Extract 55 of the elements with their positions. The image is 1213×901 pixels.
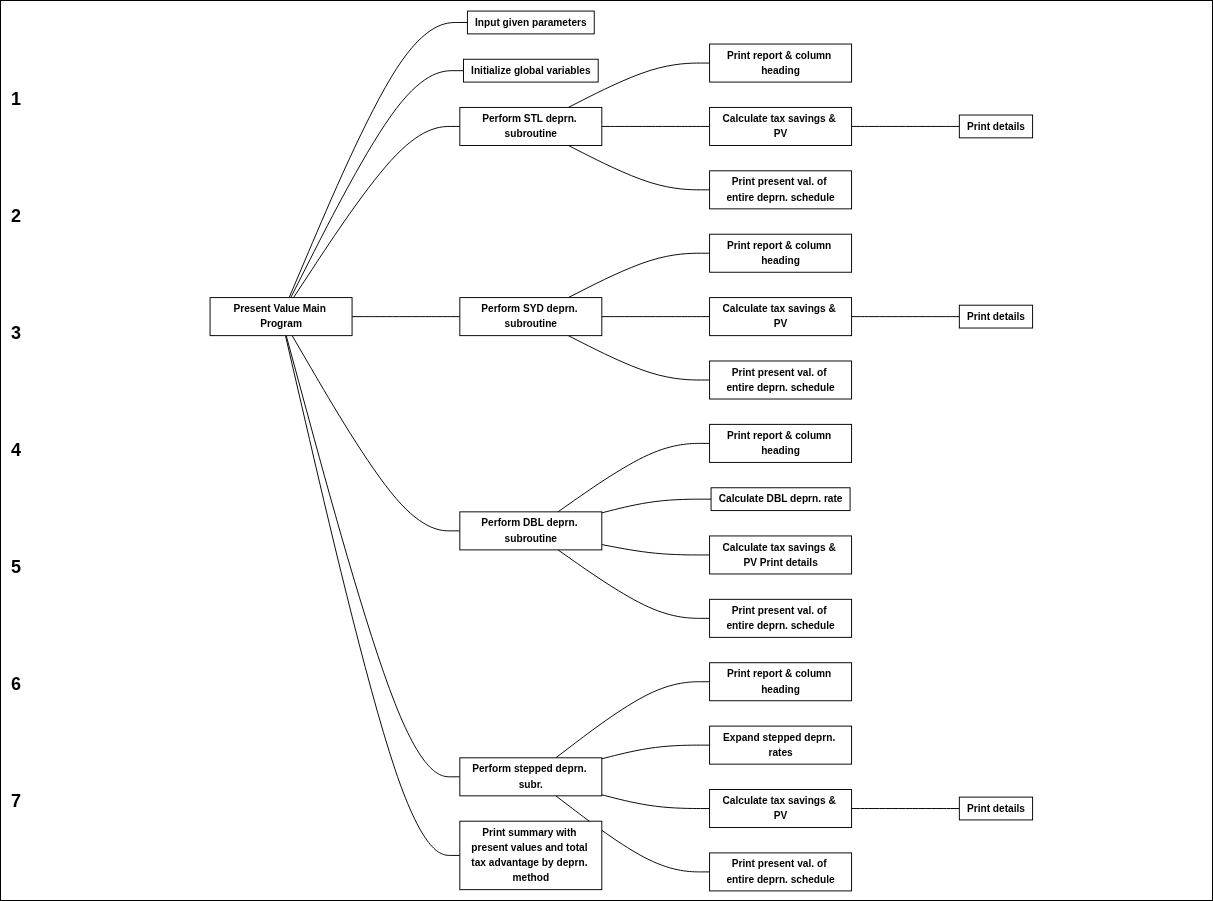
branch-number: 4 [11, 440, 21, 461]
node-box: Print present val. of entire deprn. schedule [709, 851, 853, 891]
node-box: Print report & column heading [709, 43, 853, 83]
branch-number: 1 [11, 89, 21, 110]
branch-number: 6 [11, 674, 21, 695]
node-box: Print present val. of entire deprn. schedule [709, 360, 853, 399]
node-box: Print report & column heading [709, 661, 853, 701]
branch-number: 5 [11, 557, 21, 578]
connector [601, 543, 711, 555]
connector [555, 794, 711, 872]
node-box: Perform stepped deprn. subr. [459, 756, 603, 796]
connector [351, 315, 461, 317]
connector [851, 807, 960, 809]
connector [291, 334, 461, 531]
node-box: Calculate tax savings & PV [709, 296, 853, 336]
node-box: Expand stepped deprn. rates [709, 725, 853, 765]
branch-number: 3 [11, 323, 21, 344]
node-box: Print present val. of entire deprn. schedule [709, 169, 853, 209]
connector [568, 334, 711, 380]
connector [290, 69, 465, 298]
connector [601, 125, 711, 127]
node-box: Print details [959, 304, 1034, 328]
node-box: Print report & column heading [709, 233, 853, 273]
connector [568, 252, 711, 298]
node-box: Present Value Main Program [209, 296, 353, 336]
node-box: Initialize global variables [463, 58, 599, 83]
node-box: Perform STL deprn. subroutine [459, 106, 603, 146]
node-box: Calculate tax savings & PV [709, 788, 853, 828]
connector [601, 315, 711, 317]
node-box: Print report & column heading [709, 423, 853, 463]
connector [601, 744, 711, 759]
node-box: Calculate DBL deprn. rate [710, 486, 851, 511]
node-box: Print details [959, 796, 1034, 820]
node-box: Calculate tax savings & PV [709, 106, 853, 146]
connector [288, 21, 469, 298]
node-box: Input given parameters [467, 10, 595, 34]
connector [568, 144, 711, 190]
connector [601, 498, 712, 513]
branch-number: 2 [11, 206, 21, 227]
connector [851, 315, 960, 317]
connector [557, 548, 711, 619]
node-box: Perform DBL deprn. subroutine [459, 510, 603, 550]
node-box: Calculate tax savings & PV Print details [709, 534, 853, 574]
connector [557, 442, 711, 512]
node-box: Perform SYD deprn. subroutine [459, 296, 603, 336]
connector [555, 680, 711, 758]
connector [293, 125, 461, 298]
node-box: Print details [959, 114, 1034, 138]
connector [601, 793, 711, 809]
connector [285, 334, 461, 777]
node-box: Print present val. of entire deprn. schedule [709, 598, 853, 638]
branch-number: 7 [11, 791, 21, 812]
node-box: Print summary with present values and total tax advantage by deprn. method [459, 820, 603, 890]
connector [285, 334, 461, 856]
connector [851, 125, 960, 127]
